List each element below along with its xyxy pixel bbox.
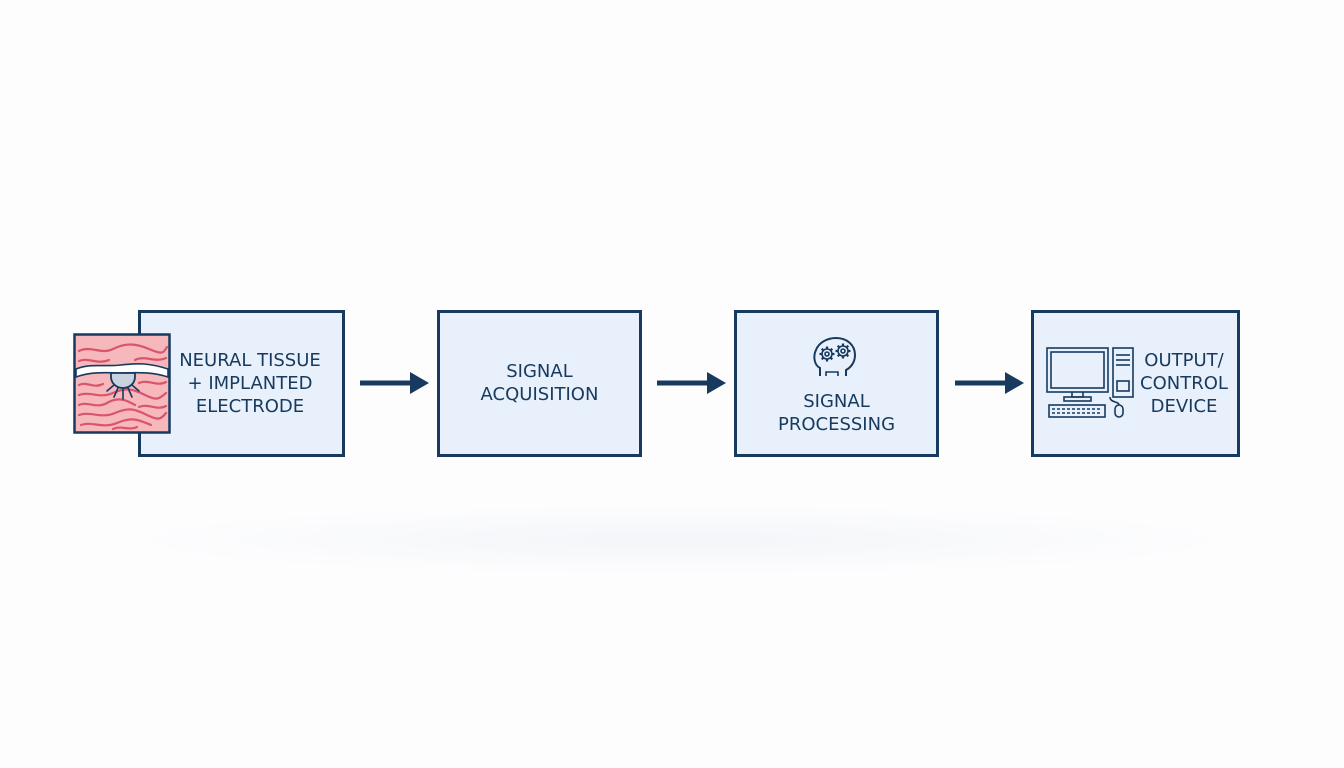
step-4-line-2: CONTROL — [1140, 373, 1228, 394]
step-4-line-3: DEVICE — [1150, 396, 1218, 417]
step-3-line-2: PROCESSING — [777, 414, 896, 435]
arrow-right-icon — [657, 372, 726, 394]
step-box-signal-acquisition — [437, 310, 642, 457]
arrow-right-icon — [955, 372, 1024, 394]
step-label-output-device: OUTPUT/ CONTROL DEVICE — [1128, 349, 1240, 418]
step-2-line-1: SIGNAL — [506, 361, 573, 382]
step-box-output-device — [1031, 310, 1240, 457]
step-box-neural-tissue — [138, 310, 345, 457]
ground-shadow — [120, 505, 1240, 575]
arrow-right-icon — [360, 372, 429, 394]
step-4-line-1: OUTPUT/ — [1144, 350, 1224, 371]
step-box-signal-processing — [734, 310, 939, 457]
step-label-signal-processing: SIGNAL PROCESSING — [737, 390, 936, 436]
computer-icon — [1046, 347, 1134, 418]
step-1-line-1: NEURAL TISSUE — [179, 350, 321, 371]
step-1-line-2: + IMPLANTED — [187, 373, 313, 394]
step-label-signal-acquisition: SIGNAL ACQUISITION — [440, 360, 639, 406]
step-1-line-3: ELECTRODE — [195, 396, 305, 417]
step-label-neural-tissue: NEURAL TISSUE + IMPLANTED ELECTRODE — [170, 349, 330, 418]
brain-gears-icon — [813, 336, 857, 376]
step-2-line-2: ACQUISITION — [480, 384, 599, 405]
step-3-line-1: SIGNAL — [803, 391, 870, 412]
neural-tissue-electrode-icon — [73, 333, 171, 434]
